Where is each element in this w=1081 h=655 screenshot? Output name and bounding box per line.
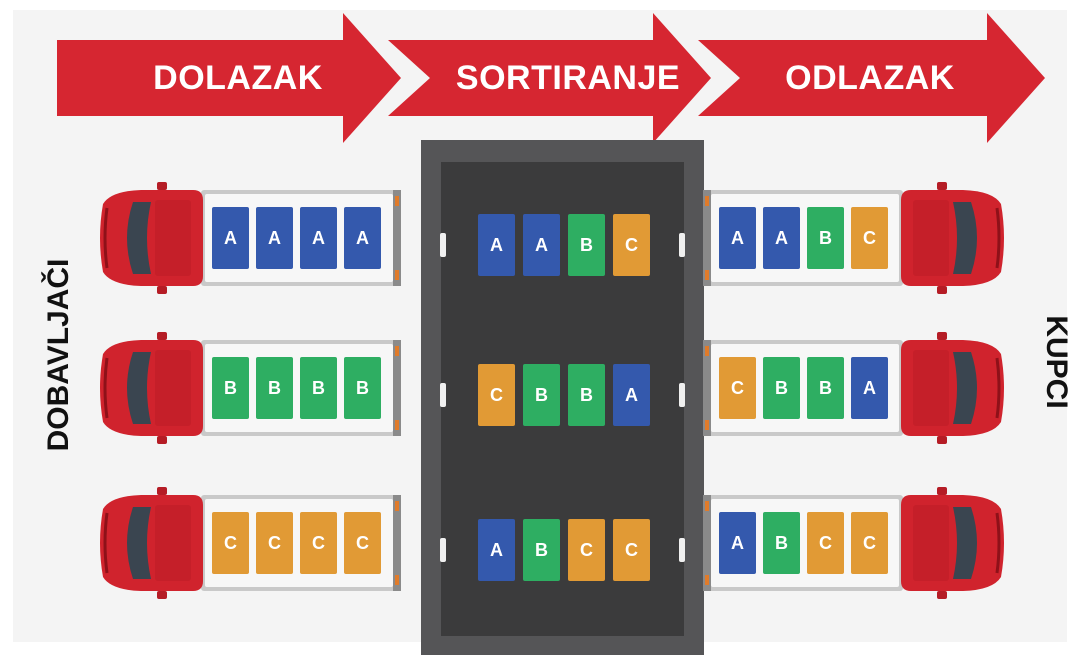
inbound-box-a: A	[212, 207, 249, 269]
inbound-box-b: B	[344, 357, 381, 419]
dock-door-light	[440, 383, 446, 407]
outbound-box-c: C	[719, 357, 756, 419]
inbound-box-c: C	[256, 512, 293, 574]
inbound-box-c: C	[344, 512, 381, 574]
stage-label-departure: ODLAZAK	[785, 59, 955, 97]
outbound-box-c: C	[851, 512, 888, 574]
dock-box-c: C	[613, 214, 650, 276]
outbound-box-a: A	[719, 512, 756, 574]
dock-box-b: B	[568, 214, 605, 276]
outbound-box-a: A	[763, 207, 800, 269]
dock-door-light	[440, 233, 446, 257]
diagram-canvas: DOLAZAK SORTIRANJE ODLAZAK DOBAVLJAČI KU…	[13, 10, 1073, 655]
dock-door-light	[679, 383, 685, 407]
outbound-box-c: C	[851, 207, 888, 269]
inbound-box-c: C	[212, 512, 249, 574]
outbound-box-a: A	[719, 207, 756, 269]
dock-door-light	[440, 538, 446, 562]
stage-label-arrival: DOLAZAK	[153, 59, 323, 97]
suppliers-label: DOBAVLJAČI	[42, 258, 75, 452]
inbound-box-a: A	[344, 207, 381, 269]
dock-door-light	[679, 538, 685, 562]
customers-label: KUPCI	[1040, 315, 1073, 409]
dock-box-c: C	[478, 364, 515, 426]
dock-box-a: A	[478, 214, 515, 276]
stage-label-sorting: SORTIRANJE	[455, 59, 681, 97]
outbound-box-c: C	[807, 512, 844, 574]
inbound-box-b: B	[212, 357, 249, 419]
arrow-sortiranje	[387, 13, 711, 143]
outbound-box-b: B	[807, 207, 844, 269]
dock-box-b: B	[523, 519, 560, 581]
dock-box-b: B	[523, 364, 560, 426]
flow-arrows	[57, 13, 1045, 143]
dock-door-light	[679, 233, 685, 257]
arrow-odlazak	[697, 13, 1045, 143]
dock-box-b: B	[568, 364, 605, 426]
inbound-box-a: A	[256, 207, 293, 269]
inbound-box-a: A	[300, 207, 337, 269]
outbound-box-b: B	[807, 357, 844, 419]
dock-box-a: A	[613, 364, 650, 426]
outbound-box-b: B	[763, 512, 800, 574]
inbound-box-b: B	[300, 357, 337, 419]
outbound-box-a: A	[851, 357, 888, 419]
dock-box-c: C	[613, 519, 650, 581]
dock-box-c: C	[568, 519, 605, 581]
dock-box-a: A	[478, 519, 515, 581]
inbound-box-c: C	[300, 512, 337, 574]
outbound-box-b: B	[763, 357, 800, 419]
arrow-dolazak	[57, 13, 401, 143]
dock-box-a: A	[523, 214, 560, 276]
inbound-box-b: B	[256, 357, 293, 419]
